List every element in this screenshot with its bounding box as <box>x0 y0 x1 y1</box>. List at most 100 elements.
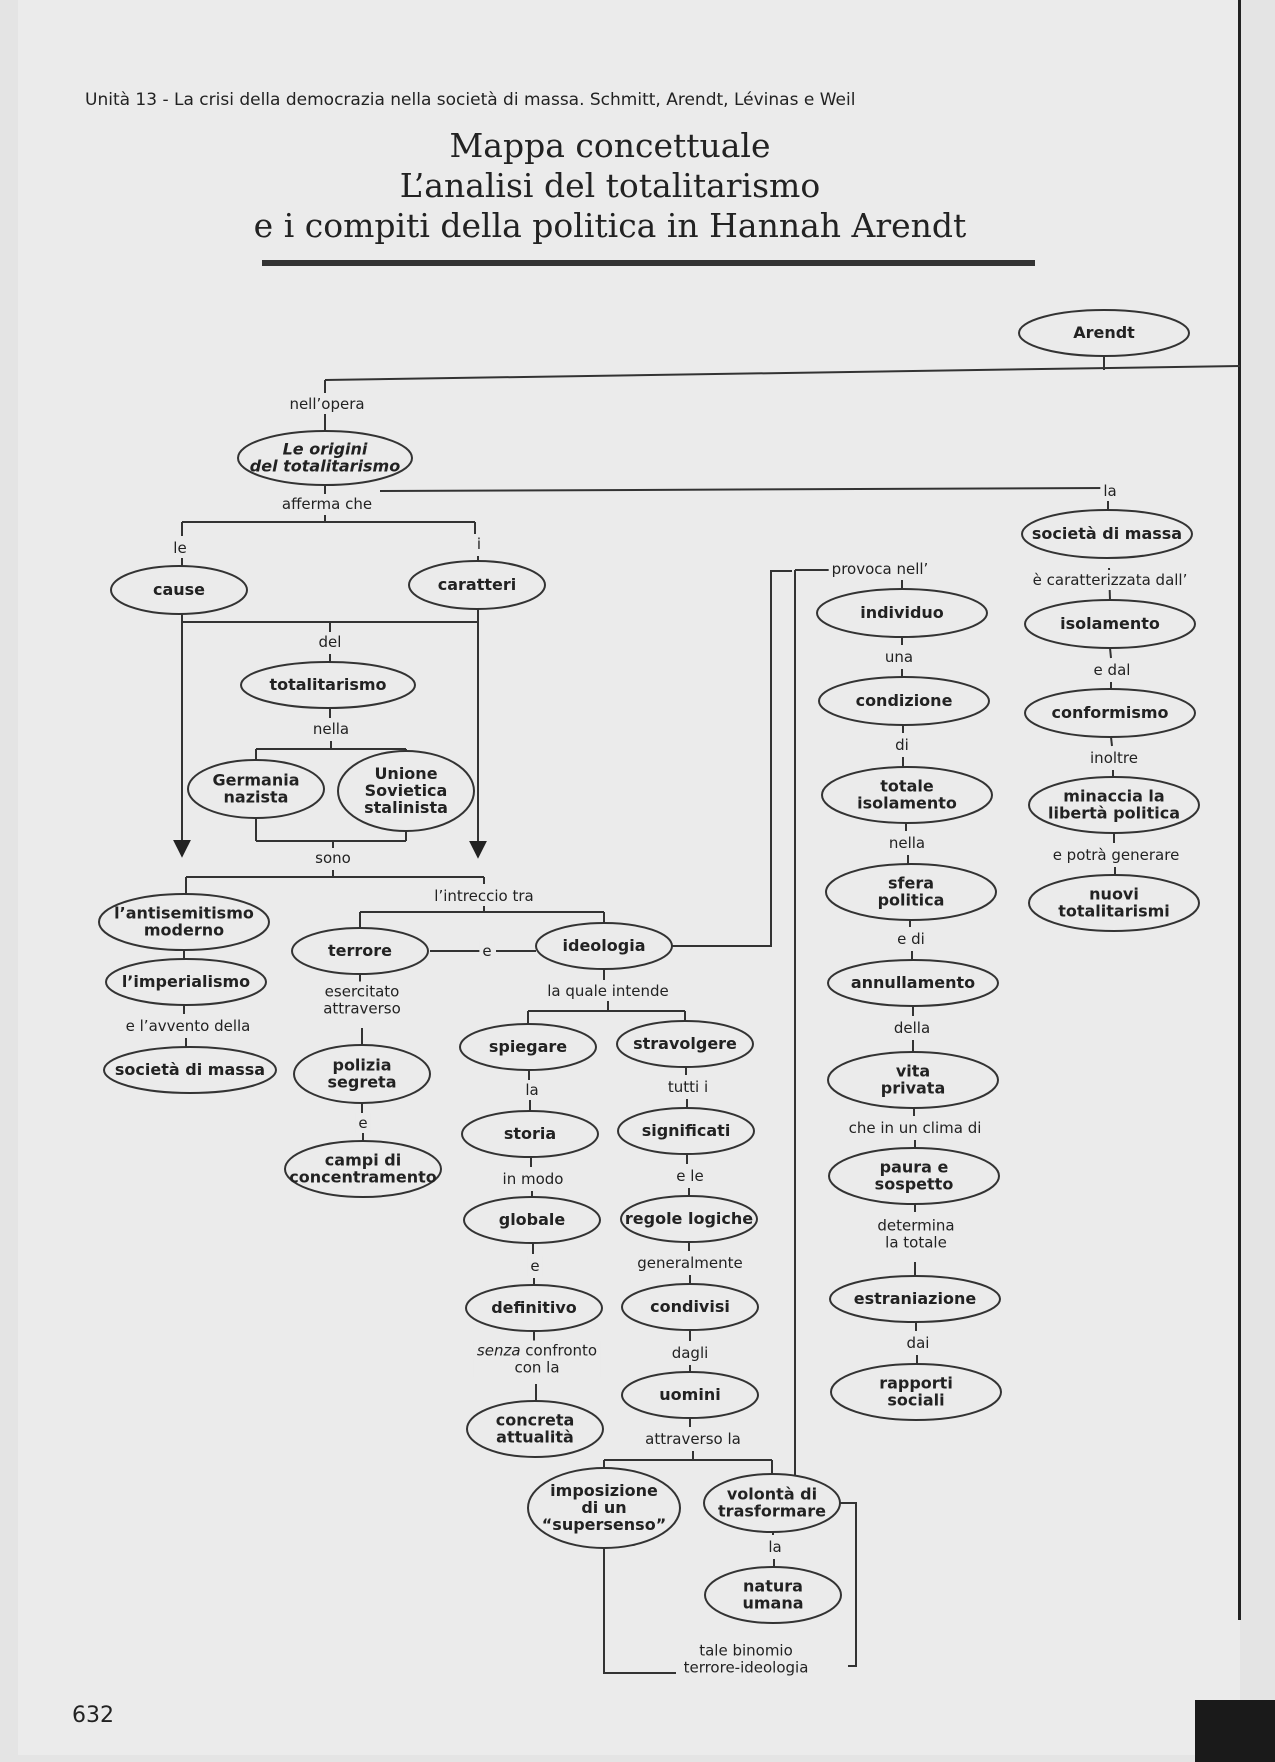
link-phrase-l_sono: sono <box>312 848 354 868</box>
node-ellipse <box>527 1467 681 1549</box>
node-ellipse <box>828 1147 1000 1205</box>
text-line: totale <box>880 777 934 796</box>
text-line: attraverso <box>323 1000 401 1018</box>
svg-text:e le: e le <box>676 1167 703 1185</box>
svg-text:caratteri: caratteri <box>438 575 517 594</box>
text-line: le <box>173 539 186 557</box>
svg-text:globale: globale <box>499 1210 566 1229</box>
concept-node-terrore: terrore <box>291 927 429 975</box>
link-phrase-l_e_polizia: e <box>355 1113 371 1133</box>
link-phrase-l_una: una <box>881 647 917 667</box>
link-label-backdrop <box>315 632 345 652</box>
text-line: Sovietica <box>365 781 448 800</box>
text-line: senza confronto <box>477 1342 597 1360</box>
title-line-2: L’analisi del totalitarismo <box>399 166 821 205</box>
text-line: concentramento <box>289 1168 436 1187</box>
text-line: totalitarismo <box>269 675 386 694</box>
text-line: tutti i <box>668 1078 708 1096</box>
svg-text:nella: nella <box>889 834 925 852</box>
node-ellipse <box>827 1051 999 1109</box>
link-phrase-l_la_storia: la <box>522 1080 542 1100</box>
link-label-backdrop <box>845 1118 985 1138</box>
text-line: attualità <box>496 1428 574 1447</box>
text-line: condizione <box>856 691 953 710</box>
link-label-backdrop <box>668 1343 712 1363</box>
link-phrase-l_nella_tot: nella <box>309 719 353 739</box>
concept-node-individuo: individuo <box>816 588 988 638</box>
node-ellipse <box>293 1044 431 1104</box>
node-ellipse <box>1028 776 1200 834</box>
link-phrase-l_inoltre: inoltre <box>1087 748 1141 768</box>
node-ellipse <box>617 1107 755 1155</box>
text-line: segreta <box>327 1073 396 1092</box>
node-ellipse <box>1028 874 1200 932</box>
text-line: e potrà generare <box>1053 846 1180 864</box>
text-line: della <box>894 1019 930 1037</box>
svg-text:l’imperialismo: l’imperialismo <box>122 972 250 991</box>
text-line: la totale <box>885 1234 947 1252</box>
concept-node-regole: regole logiche <box>620 1195 758 1243</box>
node-ellipse <box>620 1195 758 1243</box>
svg-text:totalitarismo: totalitarismo <box>269 675 386 694</box>
svg-text:estraniazione: estraniazione <box>854 1289 977 1308</box>
node-ellipse <box>1024 688 1196 738</box>
link-label-backdrop <box>680 1640 812 1678</box>
link-label-backdrop <box>892 735 912 755</box>
text-line: stalinista <box>364 798 448 817</box>
text-line: la <box>525 1081 538 1099</box>
title-line-1: Mappa concettuale <box>449 126 771 165</box>
link-phrase-l_tutti: tutti i <box>664 1077 712 1097</box>
text-line: nell’opera <box>289 395 364 413</box>
concept-node-stravolgere: stravolgere <box>616 1020 754 1068</box>
link-label-backdrop <box>122 1016 254 1036</box>
link-phrase-l_avvento: e l’avvento della <box>122 1016 254 1036</box>
text-line: sociali <box>887 1391 944 1410</box>
text-line: l’imperialismo <box>122 972 250 991</box>
connector-line <box>324 365 1241 381</box>
text-line: tale binomio <box>699 1642 793 1660</box>
concept-node-ideologia: ideologia <box>535 922 673 970</box>
text-line: Unione <box>374 764 437 783</box>
svg-text:cause: cause <box>153 580 205 599</box>
scan-edge-right <box>1238 0 1241 1620</box>
page-number: 632 <box>72 1703 114 1728</box>
concept-node-condivisi: condivisi <box>621 1283 759 1331</box>
svg-text:una: una <box>885 648 913 666</box>
svg-text:condivisi: condivisi <box>650 1297 730 1316</box>
text-line: storia <box>504 1124 556 1143</box>
link-phrase-l_quale: la quale intende <box>544 981 672 1001</box>
link-label-backdrop <box>1049 845 1183 865</box>
link-label-backdrop <box>1090 660 1134 680</box>
node-ellipse <box>103 1046 277 1094</box>
text-line: determina <box>877 1217 954 1235</box>
concept-node-arendt: Arendt <box>1018 309 1190 357</box>
text-line: dagli <box>672 1344 709 1362</box>
text-line: Arendt <box>1073 323 1135 342</box>
link-label-backdrop <box>894 929 928 949</box>
svg-text:nella: nella <box>313 720 349 738</box>
svg-text:l’intreccio tra: l’intreccio tra <box>434 887 533 905</box>
node-ellipse <box>291 927 429 975</box>
link-label-backdrop <box>522 1080 542 1100</box>
text-line: dai <box>907 1334 930 1352</box>
link-label-backdrop <box>527 1256 543 1276</box>
svg-text:e potrà generare: e potrà generare <box>1053 846 1180 864</box>
node-ellipse <box>461 1110 599 1158</box>
text-line: imposizione <box>550 1481 658 1500</box>
link-phrase-l_dai: dai <box>903 1333 933 1353</box>
concept-node-imperialismo: l’imperialismo <box>105 958 267 1006</box>
node-ellipse <box>465 1284 603 1332</box>
